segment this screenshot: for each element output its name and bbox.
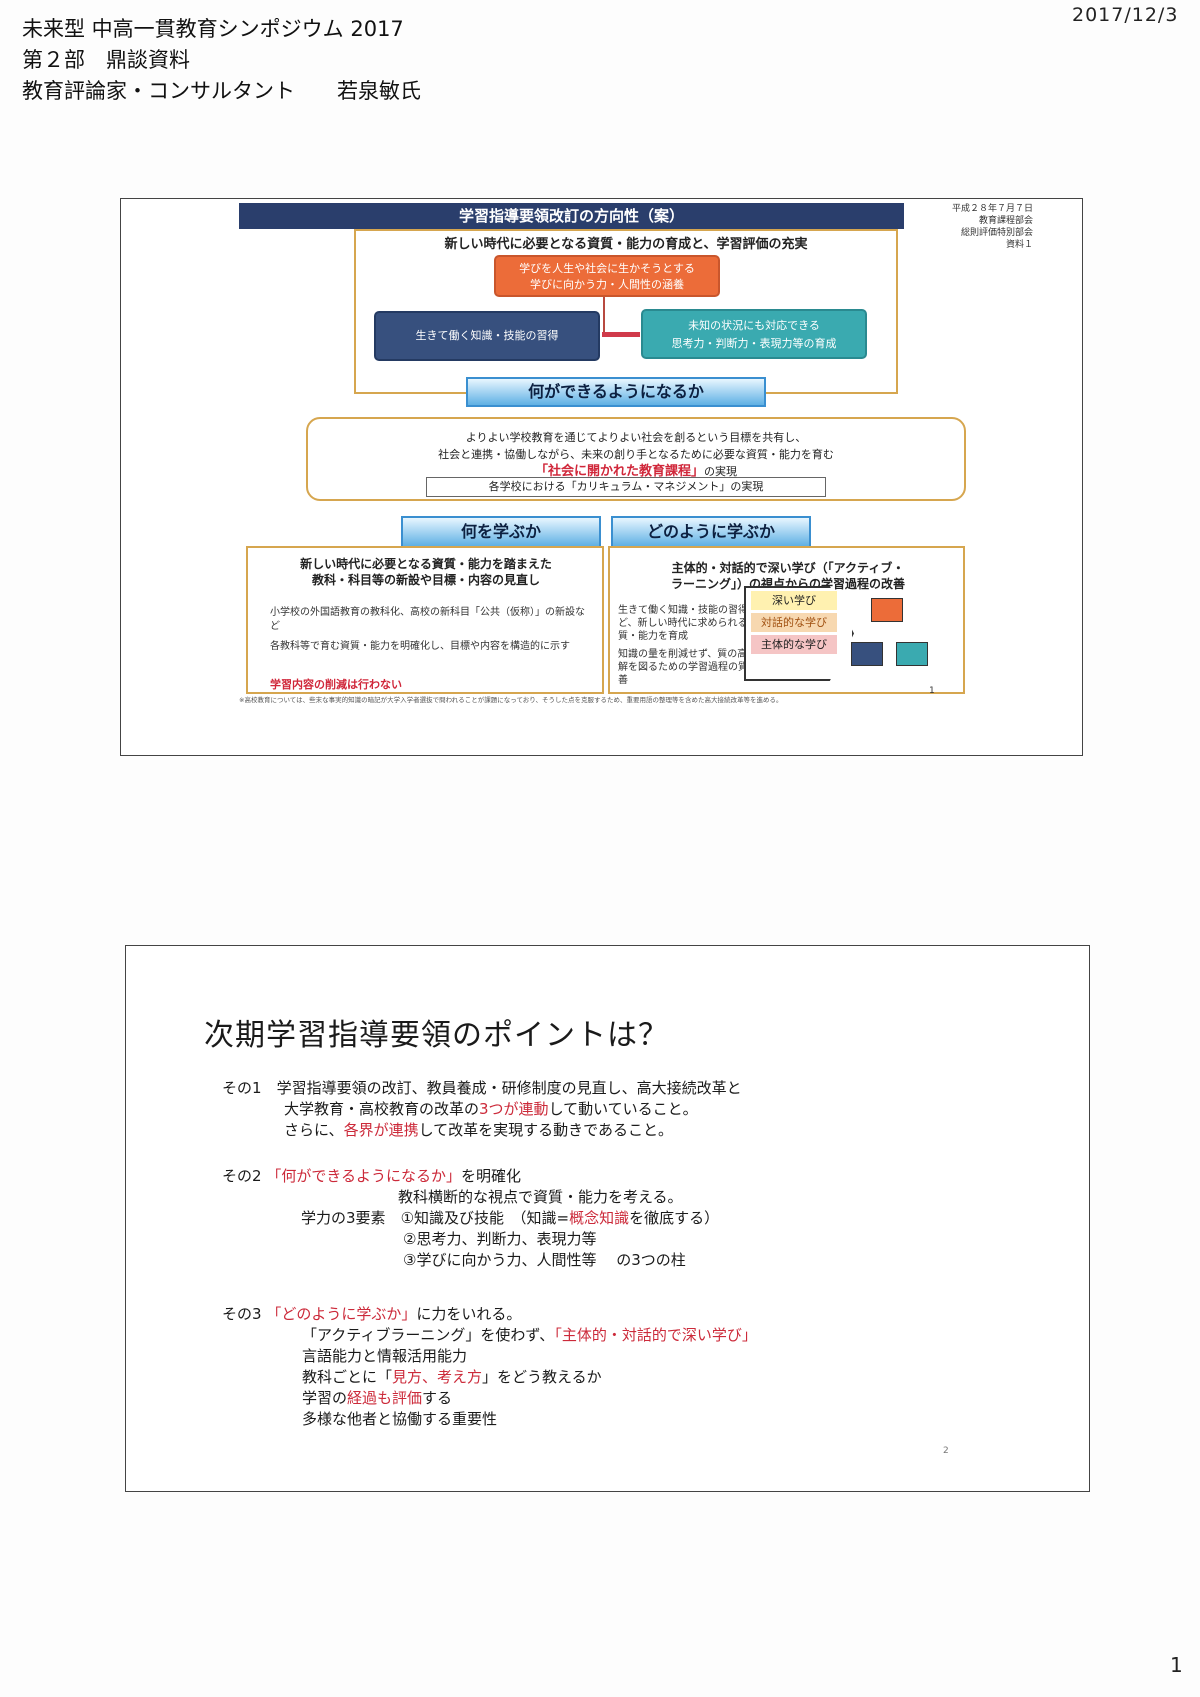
curriculum-management-box: 各学校における「カリキュラム・マネジメント」の実現 xyxy=(426,477,826,497)
header-line-symposium: 未来型 中高一貫教育シンポジウム 2017 xyxy=(22,17,404,41)
header-line-speaker: 教育評論家・コンサルタント 若泉敏氏 xyxy=(22,79,421,103)
point2-item2: ②思考力、判断力、表現力等 xyxy=(403,1230,597,1248)
point3-line4-pre: 教科ごとに「 xyxy=(302,1368,393,1386)
slide1-meta-date: 平成２８年７月７日 xyxy=(951,204,1033,214)
orange-box-line1: 学びを人生や社会に生かそうとする xyxy=(519,262,695,275)
point1-label: その1 xyxy=(222,1079,262,1097)
orange-box-line2: 学びに向かう力・人間性の涵養 xyxy=(530,278,684,291)
point2-line3: 学力の3要素 ①知識及び技能 （知識=概念知識を徹底する） xyxy=(301,1208,719,1229)
right-heading: 主体的・対話的で深い学び（「アクティブ・ ラーニング」）の視点からの学習過程の改… xyxy=(614,560,962,592)
left-body-line1: 小学校の外国語教育の教科化、高校の新科目「公共（仮称）」の新設など xyxy=(270,607,585,632)
point3-line4-post: 」をどう教えるか xyxy=(482,1368,602,1386)
point3-line3: 言語能力と情報活用能力 xyxy=(302,1347,468,1365)
point2-item1-post: を徹底する） xyxy=(629,1209,720,1227)
header-line-part: 第２部 鼎談資料 xyxy=(22,48,190,72)
slide1-top-heading: 新しい時代に必要となる資質・能力の育成と、学習評価の充実 xyxy=(444,237,808,252)
point3-line5-red: 経過も評価 xyxy=(347,1389,423,1407)
mid-line2: 社会と連携・協働しながら、未来の創り手となるために必要な資質・能力を育む xyxy=(438,448,834,461)
point1-text1: 学習指導要領の改訂、教員養成・研修制度の見直し、高大接続改革と xyxy=(276,1079,742,1097)
point2-item1-red: 概念知識 xyxy=(569,1209,630,1227)
slide1-meta-doc: 資料１ xyxy=(1005,240,1033,250)
point1-line3-red: 各界が連携 xyxy=(343,1121,419,1139)
banner-what-can-do: 何ができるようになるか xyxy=(466,377,766,407)
point1-line2-red: 3つが連動 xyxy=(479,1100,549,1118)
teal-box-line2: 思考力・判断力・表現力等の育成 xyxy=(671,337,837,350)
left-heading: 新しい時代に必要となる資質・能力を踏まえた 教科・科目等の新設や目標・内容の見直… xyxy=(256,556,596,588)
slide1-competency-frame: 新しい時代に必要となる資質・能力の育成と、学習評価の充実 学びを人生や社会に生か… xyxy=(354,229,898,394)
point2-post: を明確化 xyxy=(461,1167,522,1185)
left-heading-line1: 新しい時代に必要となる資質・能力を踏まえた xyxy=(300,557,552,571)
connector-line xyxy=(603,297,605,333)
right-heading-line1: 主体的・対話的で深い学び（「アクティブ・ xyxy=(671,561,905,575)
point1-line1: その1 学習指導要領の改訂、教員養成・研修制度の見直し、高大接続改革と xyxy=(222,1078,742,1099)
point1-line2-pre: 大学教育・高校教育の改革の xyxy=(284,1100,480,1118)
slide1-meta-committee: 教育課程部会 xyxy=(978,216,1033,226)
point2-sub-label: 学力の3要素 xyxy=(301,1209,386,1227)
page-number: 1 xyxy=(1170,1653,1183,1677)
slide2-title: 次期学習指導要領のポイントは？ xyxy=(204,1018,669,1053)
point1-line3: さらに、各界が連携して改革を実現する動きであること。 xyxy=(284,1120,673,1141)
tag-deep-learning: 深い学び xyxy=(751,591,837,610)
tag-proactive-learning: 主体的な学び xyxy=(751,635,837,654)
left-body: 小学校の外国語教育の教科化、高校の新科目「公共（仮称）」の新設など 各教科等で育… xyxy=(270,606,590,654)
mid-line1: よりよい学校教育を通じてよりよい社会を創るという目標を共有し、 xyxy=(465,431,807,444)
banner-how-to-learn: どのように学ぶか xyxy=(611,516,811,548)
point3-line4-red: 見方、考え方 xyxy=(392,1368,483,1386)
point3-line2: 「アクティブラーニング」を使わず、「主体的・対話的で深い学び」 xyxy=(302,1325,757,1346)
slide1-what-to-learn-box: 新しい時代に必要となる資質・能力を踏まえた 教科・科目等の新設や目標・内容の見直… xyxy=(246,546,604,694)
point1-line2-post: して動いていること。 xyxy=(548,1100,698,1118)
point3-line6: 多様な他者と協働する重要性 xyxy=(302,1410,498,1428)
orange-box-motivation: 学びを人生や社会に生かそうとする 学びに向かう力・人間性の涵養 xyxy=(494,255,720,297)
point2-line2: 教科横断的な視点で資質・能力を考える。 xyxy=(398,1188,683,1206)
point3-label: その3 xyxy=(222,1305,262,1323)
mini-orange-square xyxy=(871,598,903,622)
slide2-page-number: 2 xyxy=(943,1446,949,1456)
point2-item1: ①知識及び技能 （知識= xyxy=(400,1209,570,1227)
mid-line3: 「社会に開かれた教育課程」の実現 xyxy=(308,463,964,480)
point3-line4: 教科ごとに「見方、考え方」をどう教えるか xyxy=(302,1367,602,1388)
point3-line2-red: 「主体的・対話的で深い学び」 xyxy=(554,1326,757,1344)
right-body1: 生きて働く知識・技能の習得など、新しい時代に求められる資質・能力を育成 xyxy=(618,605,758,642)
point3-line5-post: する xyxy=(422,1389,453,1407)
left-red-note: 学習内容の削減は行わない xyxy=(270,678,402,691)
left-heading-line2: 教科・科目等の新設や目標・内容の見直し xyxy=(311,573,540,587)
point3-line5: 学習の経過も評価する xyxy=(302,1388,452,1409)
point3-line2-pre: 「アクティブラーニング」を使わず、 xyxy=(302,1326,555,1344)
navy-box-knowledge: 生きて働く知識・技能の習得 xyxy=(374,311,600,361)
slide-1: 学習指導要領改訂の方向性（案） 平成２８年７月７日 教育課程部会 総則評価特別部… xyxy=(120,198,1083,756)
tag-dialogic-learning: 対話的な学び xyxy=(751,613,837,632)
point1-line3-post: して改革を実現する動きであること。 xyxy=(418,1121,673,1139)
point2-red: 「何ができるようになるか」 xyxy=(266,1167,462,1185)
open-curriculum-suffix: の実現 xyxy=(704,465,737,478)
red-connector xyxy=(602,332,640,337)
point1-line2: 大学教育・高校教育の改革の3つが連動して動いていること。 xyxy=(284,1099,698,1120)
left-body-line2: 各教科等で育む資質・能力を明確化し、目標や内容を構造的に示す xyxy=(270,641,570,652)
slide1-title: 学習指導要領改訂の方向性（案） xyxy=(239,203,904,229)
point2-label: その2 xyxy=(222,1167,262,1185)
open-curriculum-label: 「社会に開かれた教育課程」 xyxy=(534,464,704,479)
right-body2: 知識の量を削減せず、質の高い理解を図るための学習過程の質的改善 xyxy=(618,649,768,686)
point1-line3-pre: さらに、 xyxy=(284,1121,344,1139)
teal-box-thinking: 未知の状況にも対応できる 思考力・判断力・表現力等の育成 xyxy=(641,309,867,359)
header-date: 2017/12/3 xyxy=(1072,4,1179,26)
point2-line1: その2 「何ができるようになるか」を明確化 xyxy=(222,1166,521,1187)
point3-red: 「どのように学ぶか」 xyxy=(266,1305,417,1323)
point3-line1: その3 「どのように学ぶか」に力をいれる。 xyxy=(222,1304,521,1325)
point3-line5-pre: 学習の xyxy=(302,1389,348,1407)
right-heading-line2: ラーニング」）の視点からの学習過程の改善 xyxy=(670,577,905,591)
banner-what-to-learn: 何を学ぶか xyxy=(401,516,601,548)
slide1-page-number: 1 xyxy=(929,686,935,696)
point3-post: に力をいれる。 xyxy=(416,1305,522,1323)
mini-navy-square xyxy=(851,642,883,666)
mini-teal-square xyxy=(896,642,928,666)
slide1-footnote: ※高校教育については、些末な事実的知識の暗記が大学入学者選抜で問われることが課題… xyxy=(239,696,783,704)
teal-box-line1: 未知の状況にも対応できる xyxy=(688,319,820,332)
slide-2: 次期学習指導要領のポイントは？ その1 学習指導要領の改訂、教員養成・研修制度の… xyxy=(125,945,1090,1492)
slide1-meta-subcommittee: 総則評価特別部会 xyxy=(960,228,1033,238)
document-header: 未来型 中高一貫教育シンポジウム 2017 第２部 鼎談資料 教育評論家・コンサ… xyxy=(22,14,421,107)
slide1-meta: 平成２８年７月７日 教育課程部会 総則評価特別部会 資料１ xyxy=(903,203,1033,251)
point2-item3: ③学びに向かう力、人間性等 の3つの柱 xyxy=(403,1251,686,1269)
